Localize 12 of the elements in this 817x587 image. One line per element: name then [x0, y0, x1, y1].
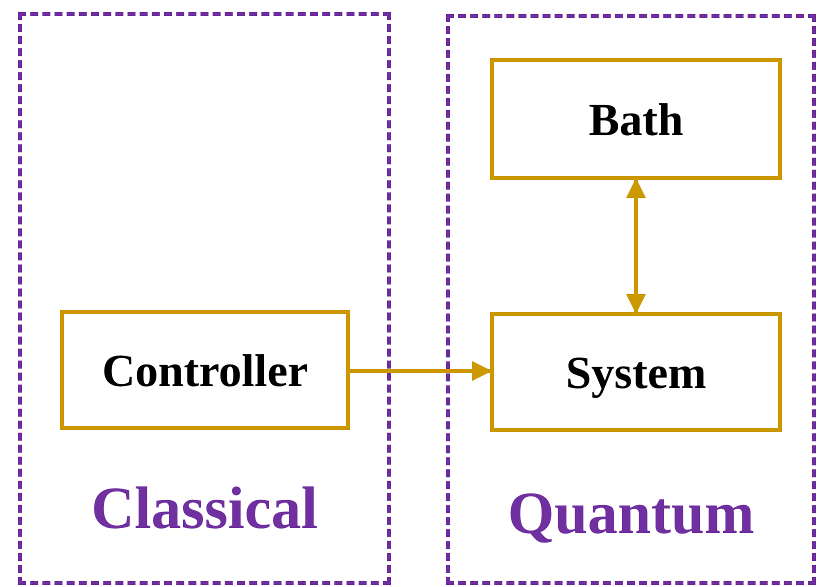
box-label: System: [566, 346, 706, 398]
arrow: [350, 361, 492, 381]
group-label: Classical: [90, 478, 319, 538]
process-box: [490, 58, 782, 180]
arrow: [626, 178, 646, 314]
box-label: Controller: [102, 344, 308, 396]
box-label: Bath: [588, 92, 684, 146]
dashed-group-frame: [18, 12, 391, 585]
group-label: Quantum: [506, 483, 756, 543]
dashed-group-frame: [446, 14, 816, 585]
process-box: [490, 312, 782, 432]
process-box: [60, 310, 350, 430]
